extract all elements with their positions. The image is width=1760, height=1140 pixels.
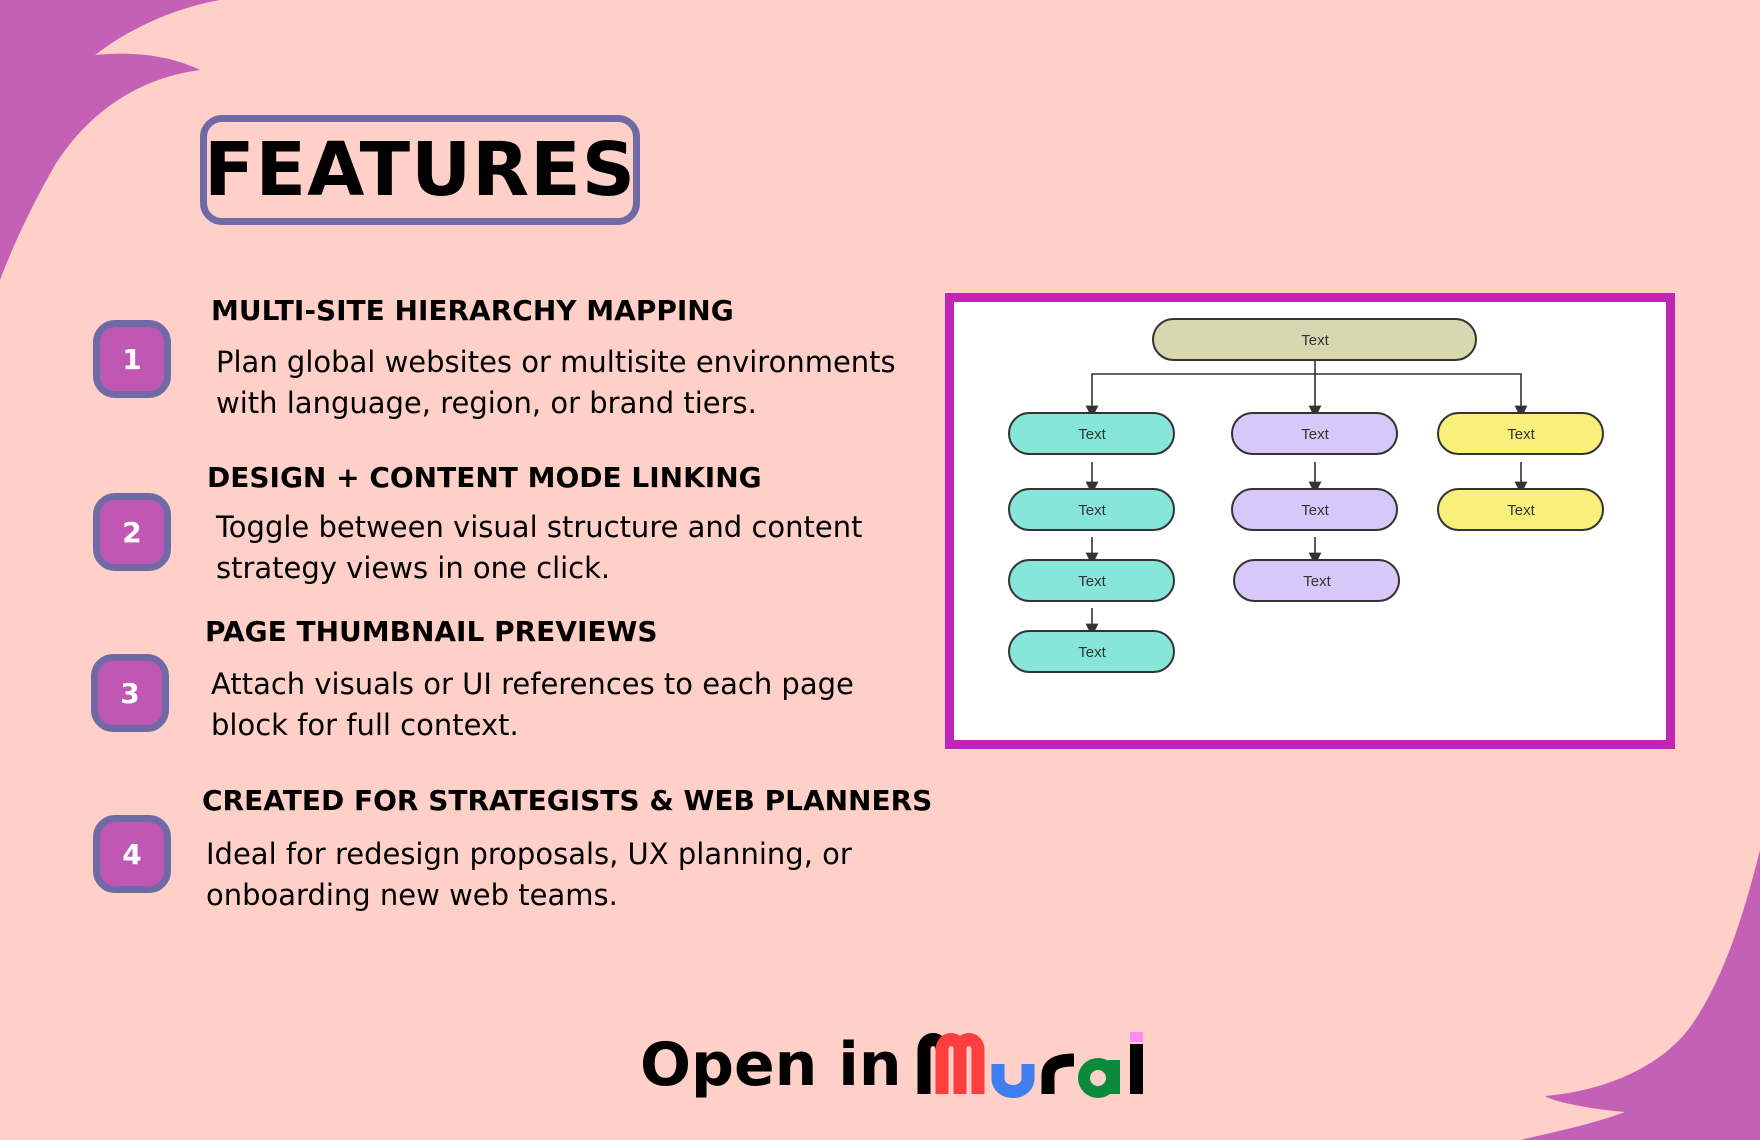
diagram-node: Text [1008, 630, 1175, 673]
diagram-node: Text [1008, 488, 1175, 531]
feature-1-description: Plan global websites or multisite enviro… [216, 345, 896, 420]
feature-1-title: MULTI-SITE HIERARCHY MAPPING [211, 294, 734, 327]
diagram-node: Text [1008, 412, 1175, 455]
top-left-corner-decoration [0, 0, 220, 280]
diagram-node-label: Text [1303, 573, 1331, 590]
diagram-node-label: Text [1507, 426, 1535, 443]
open-in-label: Open in [640, 1030, 902, 1100]
diagram-node: Text [1233, 559, 1400, 602]
diagram-node-label: Text [1301, 426, 1329, 443]
diagram-connectors [1085, 360, 1528, 637]
feature-4-description: Ideal for redesign proposals, UX plannin… [206, 837, 852, 912]
hierarchy-diagram: Text Text Text Text Text Text Text [1008, 318, 1604, 673]
feature-3-number-badge: 3 [91, 654, 169, 732]
diagram-node: Text [1231, 488, 1398, 531]
bottom-right-corner-decoration [1520, 850, 1760, 1140]
mural-logo-icon [917, 1032, 1143, 1098]
feature-1-number-badge: 1 [93, 320, 171, 398]
feature-2-description: Toggle between visual structure and cont… [216, 510, 863, 585]
open-in-mural-link[interactable]: Open in [640, 1030, 1156, 1100]
diagram-root-node: Text [1152, 318, 1477, 361]
page-title: FEATURES [200, 115, 640, 225]
diagram-node-label: Text [1507, 502, 1535, 519]
diagram-node-label: Text [1301, 502, 1329, 519]
diagram-node-label: Text [1078, 502, 1106, 519]
diagram-node-label: Text [1078, 644, 1106, 661]
feature-3-title: PAGE THUMBNAIL PREVIEWS [205, 615, 658, 648]
feature-4-number-badge: 4 [93, 815, 171, 893]
diagram-root-label: Text [1301, 332, 1329, 349]
diagram-node: Text [1231, 412, 1398, 455]
diagram-node: Text [1437, 412, 1604, 455]
feature-3-description: Attach visuals or UI references to each … [211, 667, 854, 742]
diagram-node: Text [1008, 559, 1175, 602]
diagram-node: Text [1437, 488, 1604, 531]
diagram-node-label: Text [1078, 426, 1106, 443]
hierarchy-diagram-preview: Text Text Text Text Text Text Text [945, 293, 1675, 749]
feature-2-number-badge: 2 [93, 493, 171, 571]
feature-2-title: DESIGN + CONTENT MODE LINKING [207, 461, 762, 494]
diagram-node-label: Text [1078, 573, 1106, 590]
feature-4-title: CREATED FOR STRATEGISTS & WEB PLANNERS [202, 784, 933, 817]
